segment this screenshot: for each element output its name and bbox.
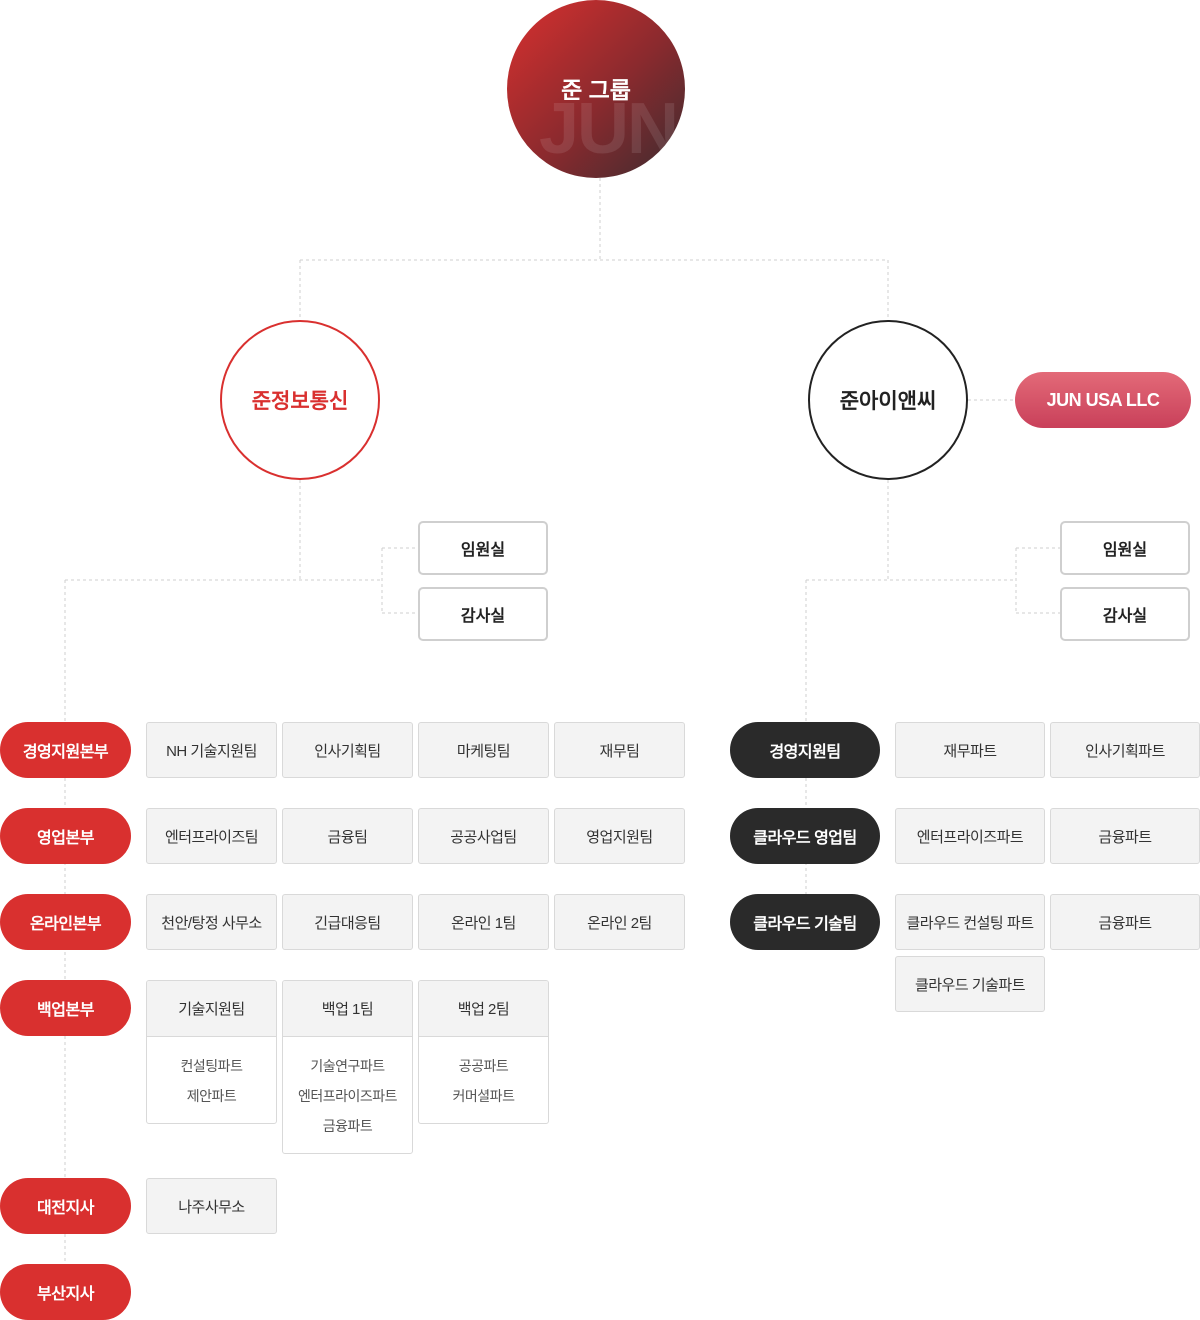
left-division-1: 영업본부 bbox=[0, 808, 131, 864]
right-division-0: 경영지원팀 bbox=[730, 722, 880, 778]
left-office-executive: 임원실 bbox=[418, 521, 548, 575]
team-box: 천안/탕정 사무소 bbox=[146, 894, 277, 950]
team-box: 엔터프라이즈파트 bbox=[895, 808, 1045, 864]
team-box: 인사기획파트 bbox=[1050, 722, 1200, 778]
left-division-2: 온라인본부 bbox=[0, 894, 131, 950]
team-box: 마케팅팀 bbox=[418, 722, 549, 778]
right-office-audit: 감사실 bbox=[1060, 587, 1190, 641]
team-box: 클라우드 컨설팅 파트 bbox=[895, 894, 1045, 950]
part-item: 기술연구파트 bbox=[310, 1058, 385, 1074]
group-root-node: JUN 준 그룹 bbox=[507, 0, 685, 178]
team-box: 엔터프라이즈팀 bbox=[146, 808, 277, 864]
part-item: 공공파트 bbox=[458, 1058, 509, 1074]
right-division-1: 클라우드 영업팀 bbox=[730, 808, 880, 864]
team-group-list: 공공파트 커머셜파트 bbox=[419, 1037, 548, 1123]
part-item: 금융파트 bbox=[322, 1118, 373, 1134]
team-box: 온라인 2팀 bbox=[554, 894, 685, 950]
left-division-3: 백업본부 bbox=[0, 980, 131, 1036]
team-group-list: 컨설팅파트 제안파트 bbox=[147, 1037, 276, 1123]
team-group-list: 기술연구파트 엔터프라이즈파트 금융파트 bbox=[283, 1037, 412, 1153]
right-office-executive: 임원실 bbox=[1060, 521, 1190, 575]
team-box: 나주사무소 bbox=[146, 1178, 277, 1234]
left-division-5: 부산지사 bbox=[0, 1264, 131, 1320]
right-division-2: 클라우드 기술팀 bbox=[730, 894, 880, 950]
team-box: 금융파트 bbox=[1050, 808, 1200, 864]
team-box: 공공사업팀 bbox=[418, 808, 549, 864]
team-group: 백업 2팀 공공파트 커머셜파트 bbox=[418, 980, 549, 1124]
root-title: 준 그룹 bbox=[561, 77, 631, 103]
left-office-audit: 감사실 bbox=[418, 587, 548, 641]
part-item: 엔터프라이즈파트 bbox=[297, 1088, 398, 1104]
team-box: 긴급대응팀 bbox=[282, 894, 413, 950]
left-division-0: 경영지원본부 bbox=[0, 722, 131, 778]
part-item: 제안파트 bbox=[186, 1088, 237, 1104]
part-item: 커머셜파트 bbox=[452, 1088, 515, 1104]
team-box: NH 기술지원팀 bbox=[146, 722, 277, 778]
team-group: 기술지원팀 컨설팅파트 제안파트 bbox=[146, 980, 277, 1124]
company-left-node: 준정보통신 bbox=[220, 320, 380, 480]
affiliate-pill: JUN USA LLC bbox=[1015, 372, 1191, 428]
team-group: 백업 1팀 기술연구파트 엔터프라이즈파트 금융파트 bbox=[282, 980, 413, 1154]
team-group-header: 백업 1팀 bbox=[283, 981, 412, 1037]
team-group-header: 기술지원팀 bbox=[147, 981, 276, 1037]
team-box: 클라우드 기술파트 bbox=[895, 956, 1045, 1012]
team-box: 영업지원팀 bbox=[554, 808, 685, 864]
team-box: 금융팀 bbox=[282, 808, 413, 864]
team-box: 인사기획팀 bbox=[282, 722, 413, 778]
root-watermark: JUN bbox=[539, 89, 679, 169]
team-box: 금융파트 bbox=[1050, 894, 1200, 950]
team-box: 재무파트 bbox=[895, 722, 1045, 778]
team-box: 온라인 1팀 bbox=[418, 894, 549, 950]
company-right-node: 준아이앤씨 bbox=[808, 320, 968, 480]
left-division-4: 대전지사 bbox=[0, 1178, 131, 1234]
part-item: 컨설팅파트 bbox=[180, 1058, 243, 1074]
team-group-header: 백업 2팀 bbox=[419, 981, 548, 1037]
team-box: 재무팀 bbox=[554, 722, 685, 778]
